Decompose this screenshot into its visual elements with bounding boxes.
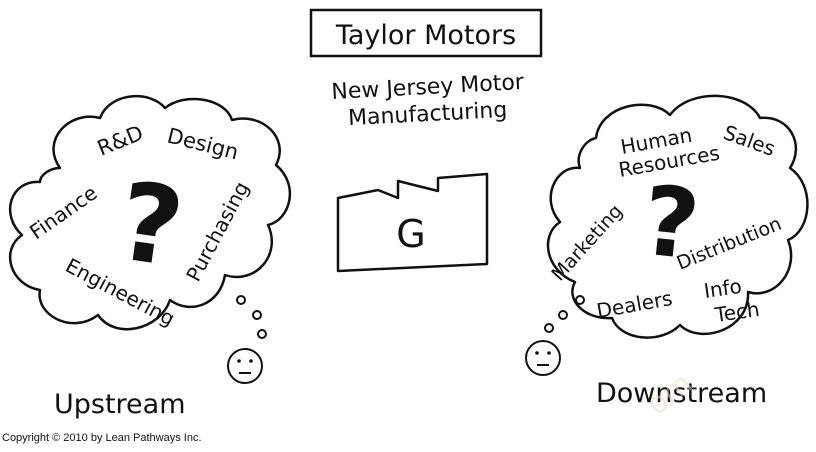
- upstream-thought-bubble-3: [257, 329, 267, 339]
- factory-cycle-symbol: G: [396, 212, 425, 256]
- upstream-question-mark: ?: [111, 159, 190, 292]
- downstream-item-info: Info: [702, 274, 743, 303]
- copyright-notice: Copyright © 2010 by Lean Pathways Inc.: [2, 432, 202, 444]
- upstream-thought-bubble-2: [252, 310, 262, 320]
- upstream-item-design: Design: [165, 124, 241, 165]
- company-title: Taylor Motors: [335, 20, 516, 51]
- downstream-cloud: [546, 94, 809, 339]
- downstream-label: Downstream: [596, 378, 767, 409]
- factory-icon: [336, 172, 489, 273]
- downstream-item-tech: Tech: [712, 297, 761, 327]
- upstream-cloud: [8, 95, 292, 331]
- downstream-question-mark: ?: [637, 164, 704, 281]
- downstream-thought-bubble-2: [558, 310, 568, 320]
- upstream-label: Upstream: [54, 389, 186, 420]
- downstream-thought-bubble-1: [575, 295, 585, 305]
- upstream-item-finance: Finance: [25, 181, 101, 245]
- downstream-item-marketing: Marketing: [547, 200, 627, 285]
- downstream-worried-face-icon: [525, 340, 561, 376]
- downstream-item-dealers: Dealers: [595, 286, 674, 323]
- upstream-item-rd: R&D: [94, 121, 147, 161]
- upstream-item-purchasing: Purchasing: [181, 177, 254, 285]
- downstream-thought-bubble-3: [544, 323, 554, 333]
- company-title-box: [309, 8, 543, 58]
- upstream-worried-face-icon: [227, 348, 263, 384]
- downstream-item-sales: Sales: [720, 120, 778, 161]
- upstream-thought-bubble-1: [236, 295, 246, 305]
